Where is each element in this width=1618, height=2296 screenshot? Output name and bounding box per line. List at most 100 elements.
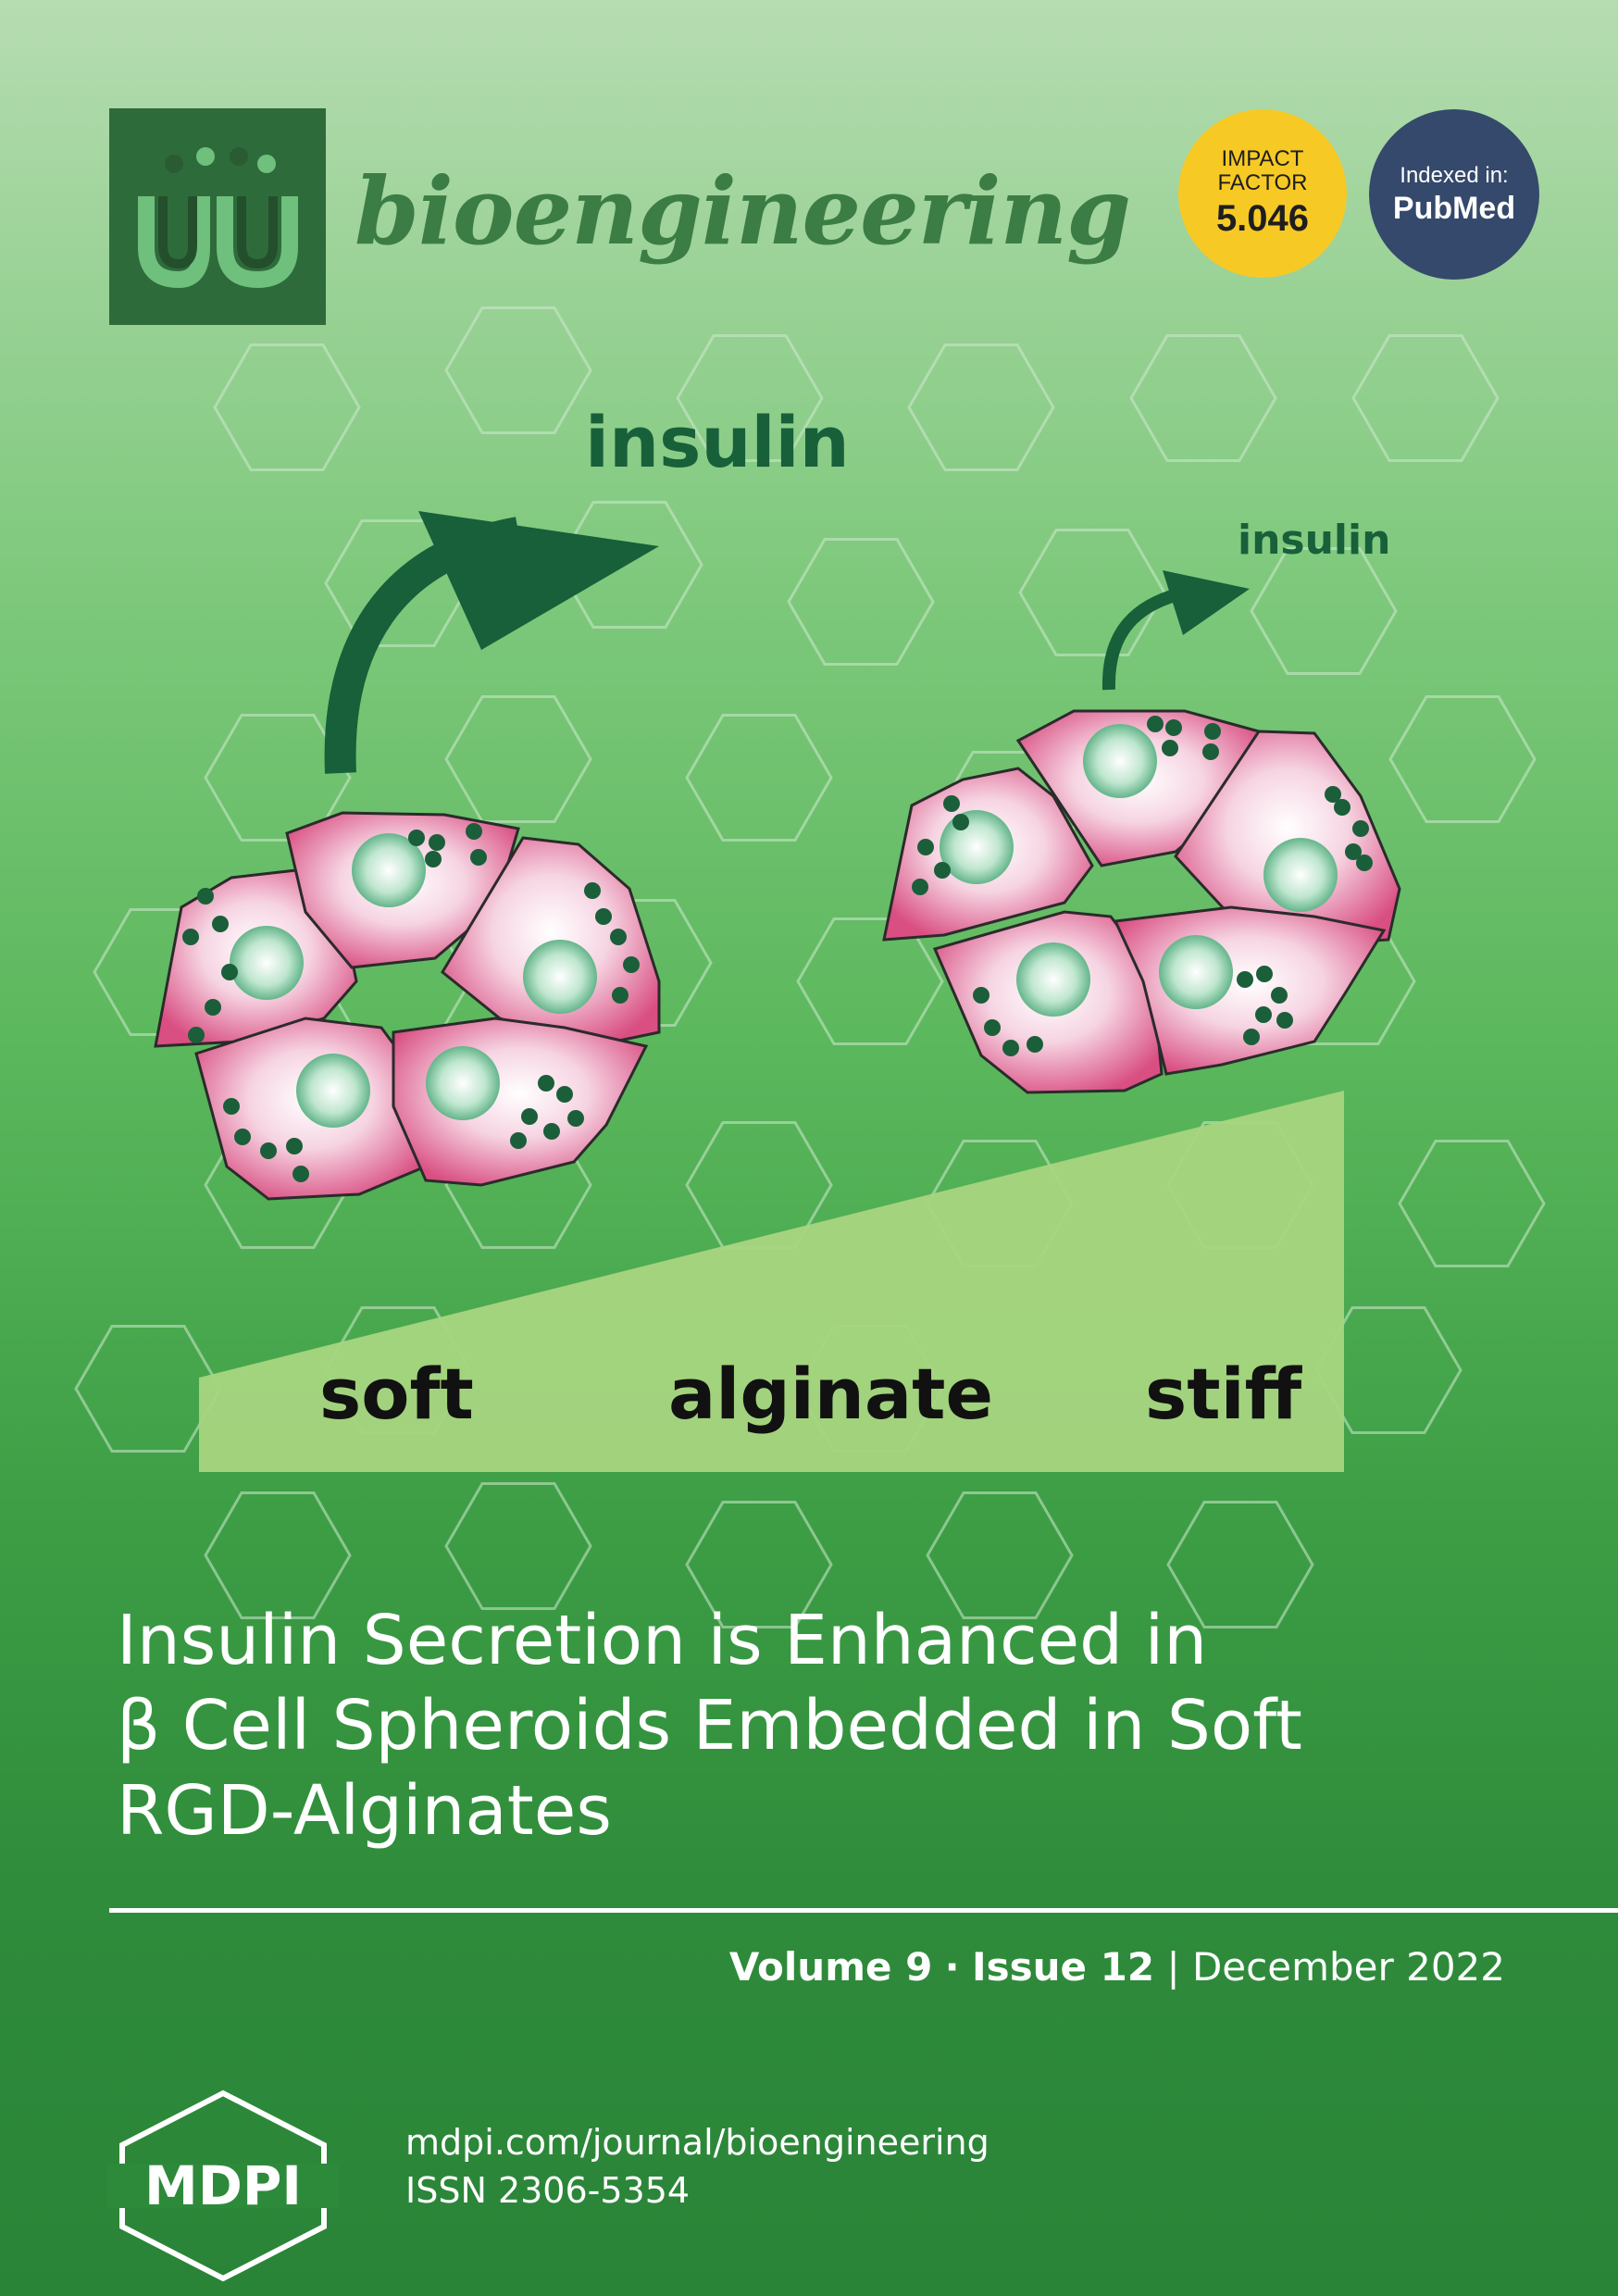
insulin-granule — [212, 916, 229, 932]
insulin-granule — [234, 1129, 251, 1145]
insulin-granule — [543, 1123, 560, 1140]
journal-name: bioengineering — [355, 156, 1131, 266]
journal-url[interactable]: mdpi.com/journal/bioengineering — [405, 2122, 989, 2163]
issue-date: December 2022 — [1191, 1944, 1505, 1990]
hexagon-shape — [1166, 1501, 1314, 1628]
impact-factor-label-1: IMPACT — [1221, 146, 1304, 172]
cell — [1174, 730, 1401, 946]
volume-label: Volume 9 — [728, 1944, 933, 1990]
insulin-granule — [973, 987, 989, 1004]
hexagon-shape — [1129, 334, 1277, 462]
small-insulin-arrow — [1101, 586, 1187, 691]
nucleus — [1016, 942, 1090, 1017]
pubmed-badge: Indexed in: PubMed — [1369, 109, 1539, 280]
insulin-granule — [1356, 855, 1373, 871]
soft-label: soft — [319, 1353, 474, 1435]
journal-logo — [109, 108, 326, 325]
journal-logo-icon — [138, 147, 298, 289]
insulin-granule — [188, 1027, 205, 1043]
insulin-granule — [521, 1108, 538, 1125]
insulin-granule — [429, 834, 445, 851]
issue-separator-bar: | — [1166, 1944, 1180, 1990]
insulin-granule — [1256, 966, 1273, 982]
insulin-granule — [466, 823, 482, 840]
indexed-label: Indexed in: — [1400, 162, 1509, 188]
insulin-granule — [612, 987, 629, 1004]
impact-factor-label-2: FACTOR — [1217, 169, 1308, 195]
nucleus — [1083, 724, 1157, 798]
insulin-granule — [934, 862, 951, 879]
insulin-granule — [1162, 740, 1178, 756]
hexagon-shape — [1388, 695, 1537, 823]
insulin-granule — [260, 1142, 277, 1159]
insulin-granule — [556, 1086, 573, 1103]
insulin-granule — [1334, 799, 1350, 816]
issn: ISSN 2306-5354 — [405, 2170, 691, 2211]
issue-separator-dot: · — [944, 1944, 960, 1990]
insulin-granule — [1147, 716, 1164, 732]
insulin-granule — [595, 908, 612, 925]
insulin-granule — [205, 999, 221, 1016]
hexagon-shape — [787, 538, 935, 666]
hexagon-shape — [1351, 334, 1500, 462]
insulin-granule — [408, 830, 425, 846]
hexagon-shape — [213, 343, 361, 471]
hexagon-shape — [907, 343, 1055, 471]
stiff-label: stiff — [1145, 1353, 1302, 1435]
insulin-granule — [1276, 1012, 1293, 1029]
hexagon-shape — [444, 306, 592, 434]
insulin-granule — [567, 1110, 584, 1127]
large-arrowhead — [418, 511, 659, 650]
insulin-label-large: insulin — [585, 401, 850, 483]
insulin-granule — [470, 849, 487, 866]
insulin-granule — [984, 1019, 1001, 1036]
nucleus — [523, 940, 597, 1014]
article-title-line-2: β Cell Spheroids Embedded in Soft — [117, 1686, 1302, 1766]
hexagon-shape — [685, 1501, 833, 1628]
insulin-granule — [197, 888, 214, 905]
insulin-granule — [1243, 1029, 1260, 1045]
insulin-granule — [425, 851, 442, 867]
nucleus — [1263, 838, 1338, 912]
hexagon-shape — [1398, 1140, 1546, 1267]
publisher-info: mdpi.com/journal/bioengineering ISSN 230… — [405, 2118, 989, 2215]
insulin-granule — [1352, 820, 1369, 837]
article-title-line-3: RGD-Alginates — [117, 1771, 612, 1851]
mdpi-hexagon-icon: MDPI — [107, 2090, 339, 2282]
nucleus — [352, 833, 426, 907]
article-title: Insulin Secretion is Enhanced in β Cell … — [117, 1598, 1561, 1853]
hexagon-shape — [444, 695, 592, 823]
mdpi-logo: MDPI — [107, 2088, 339, 2282]
hexagon-shape — [1018, 529, 1166, 656]
insulin-granule — [1345, 843, 1362, 860]
nucleus — [296, 1054, 370, 1128]
insulin-granule — [912, 879, 928, 895]
hexagon-shape — [685, 714, 833, 842]
insulin-granule — [510, 1132, 527, 1149]
insulin-granule — [286, 1138, 303, 1154]
granules-layer — [182, 716, 1373, 1182]
insulin-granule — [1255, 1006, 1272, 1023]
insulin-granule — [182, 929, 199, 945]
insulin-label-small: insulin — [1238, 517, 1391, 564]
insulin-granule — [1271, 987, 1288, 1004]
hexagon-shape — [676, 334, 824, 462]
alginate-label: alginate — [668, 1353, 994, 1435]
insulin-granule — [584, 882, 601, 899]
nucleus — [940, 810, 1014, 884]
article-title-line-1: Insulin Secretion is Enhanced in — [117, 1601, 1208, 1680]
insulin-granule — [623, 956, 640, 973]
divider-rule — [109, 1908, 1618, 1913]
insulin-granule — [1325, 786, 1341, 803]
insulin-granule — [221, 964, 238, 980]
insulin-granule — [223, 1098, 240, 1115]
insulin-granule — [1027, 1036, 1043, 1053]
issue-label: Issue 12 — [972, 1944, 1155, 1990]
insulin-granule — [610, 929, 627, 945]
insulin-granule — [292, 1166, 309, 1182]
impact-factor-badge: IMPACT FACTOR 5.046 — [1178, 109, 1347, 278]
mdpi-logo-text: MDPI — [144, 2154, 302, 2217]
hexagon-shape — [444, 1482, 592, 1610]
